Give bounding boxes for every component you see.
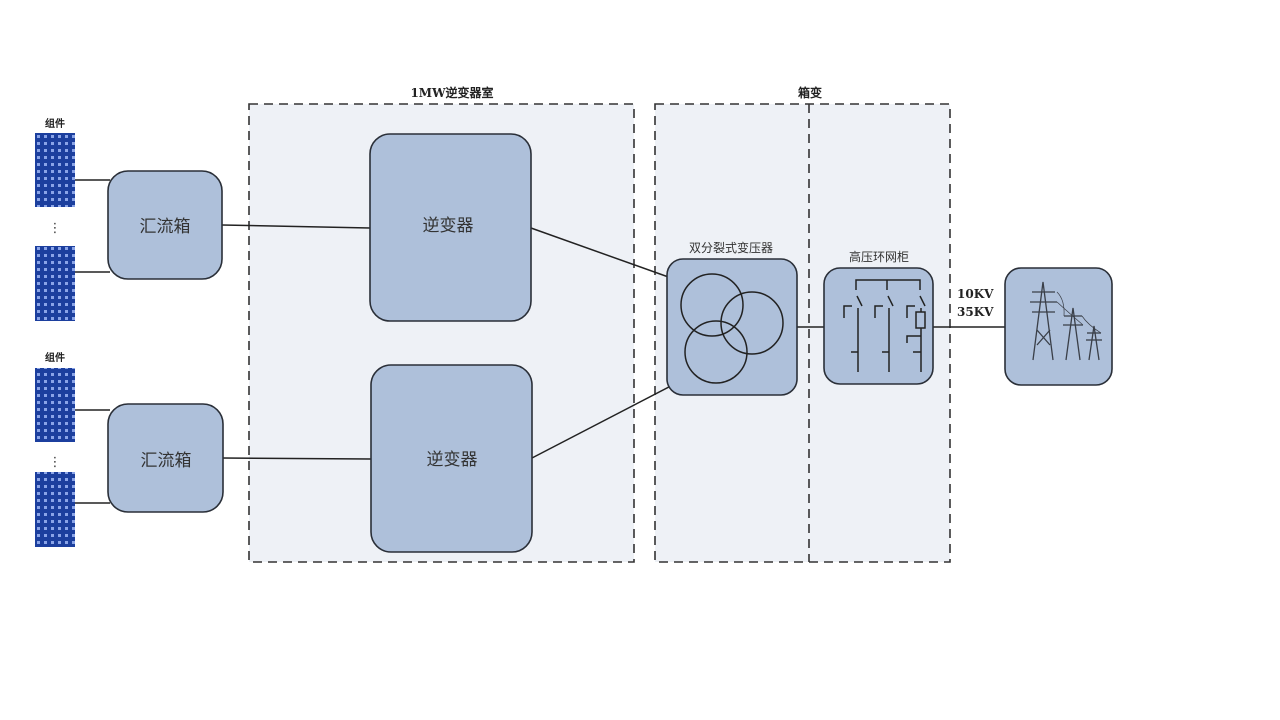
- ellipsis-icon: ⋮: [49, 455, 62, 470]
- combiner-box-label: 汇流箱: [140, 217, 191, 237]
- connections: [75, 179, 1005, 504]
- box-transformer-label: 箱变: [798, 85, 822, 100]
- power-grid[interactable]: [1004, 267, 1113, 386]
- combiner-box-label: 汇流箱: [141, 451, 192, 471]
- combiner-box-1[interactable]: 汇流箱: [107, 170, 223, 280]
- ring-main-unit-label: 高压环网柜: [849, 249, 909, 264]
- switchgear-icon: [843, 279, 926, 372]
- pv-panel-icon: [35, 133, 75, 207]
- transformer-label: 双分裂式变压器: [689, 240, 773, 255]
- ring-main-unit[interactable]: 高压环网柜: [823, 249, 934, 385]
- pv-panel-icon: [35, 368, 75, 442]
- pv-group-label: 组件: [45, 117, 65, 130]
- pv-group-2: 组件 ⋮: [35, 351, 75, 547]
- transformer-windings-icon: [680, 273, 784, 384]
- pv-group-label: 组件: [45, 351, 65, 364]
- transmission-tower-icon: [1030, 281, 1102, 361]
- voltage-10kv: 10KV: [957, 287, 994, 301]
- ellipsis-icon: ⋮: [49, 221, 62, 236]
- pv-panel-icon: [35, 246, 75, 321]
- inverter-label: 逆变器: [423, 216, 474, 236]
- inverter-label: 逆变器: [427, 450, 478, 470]
- voltage-35kv: 35KV: [957, 305, 994, 319]
- pv-group-1: 组件 ⋮: [35, 117, 75, 321]
- inverter-1[interactable]: 逆变器: [369, 133, 532, 322]
- inverter-room-label: 1MW逆变器室: [410, 85, 493, 100]
- combiner-box-2[interactable]: 汇流箱: [107, 403, 224, 513]
- pv-panel-icon: [35, 472, 75, 547]
- split-transformer[interactable]: 双分裂式变压器: [666, 240, 798, 396]
- inverter-2[interactable]: 逆变器: [370, 364, 533, 553]
